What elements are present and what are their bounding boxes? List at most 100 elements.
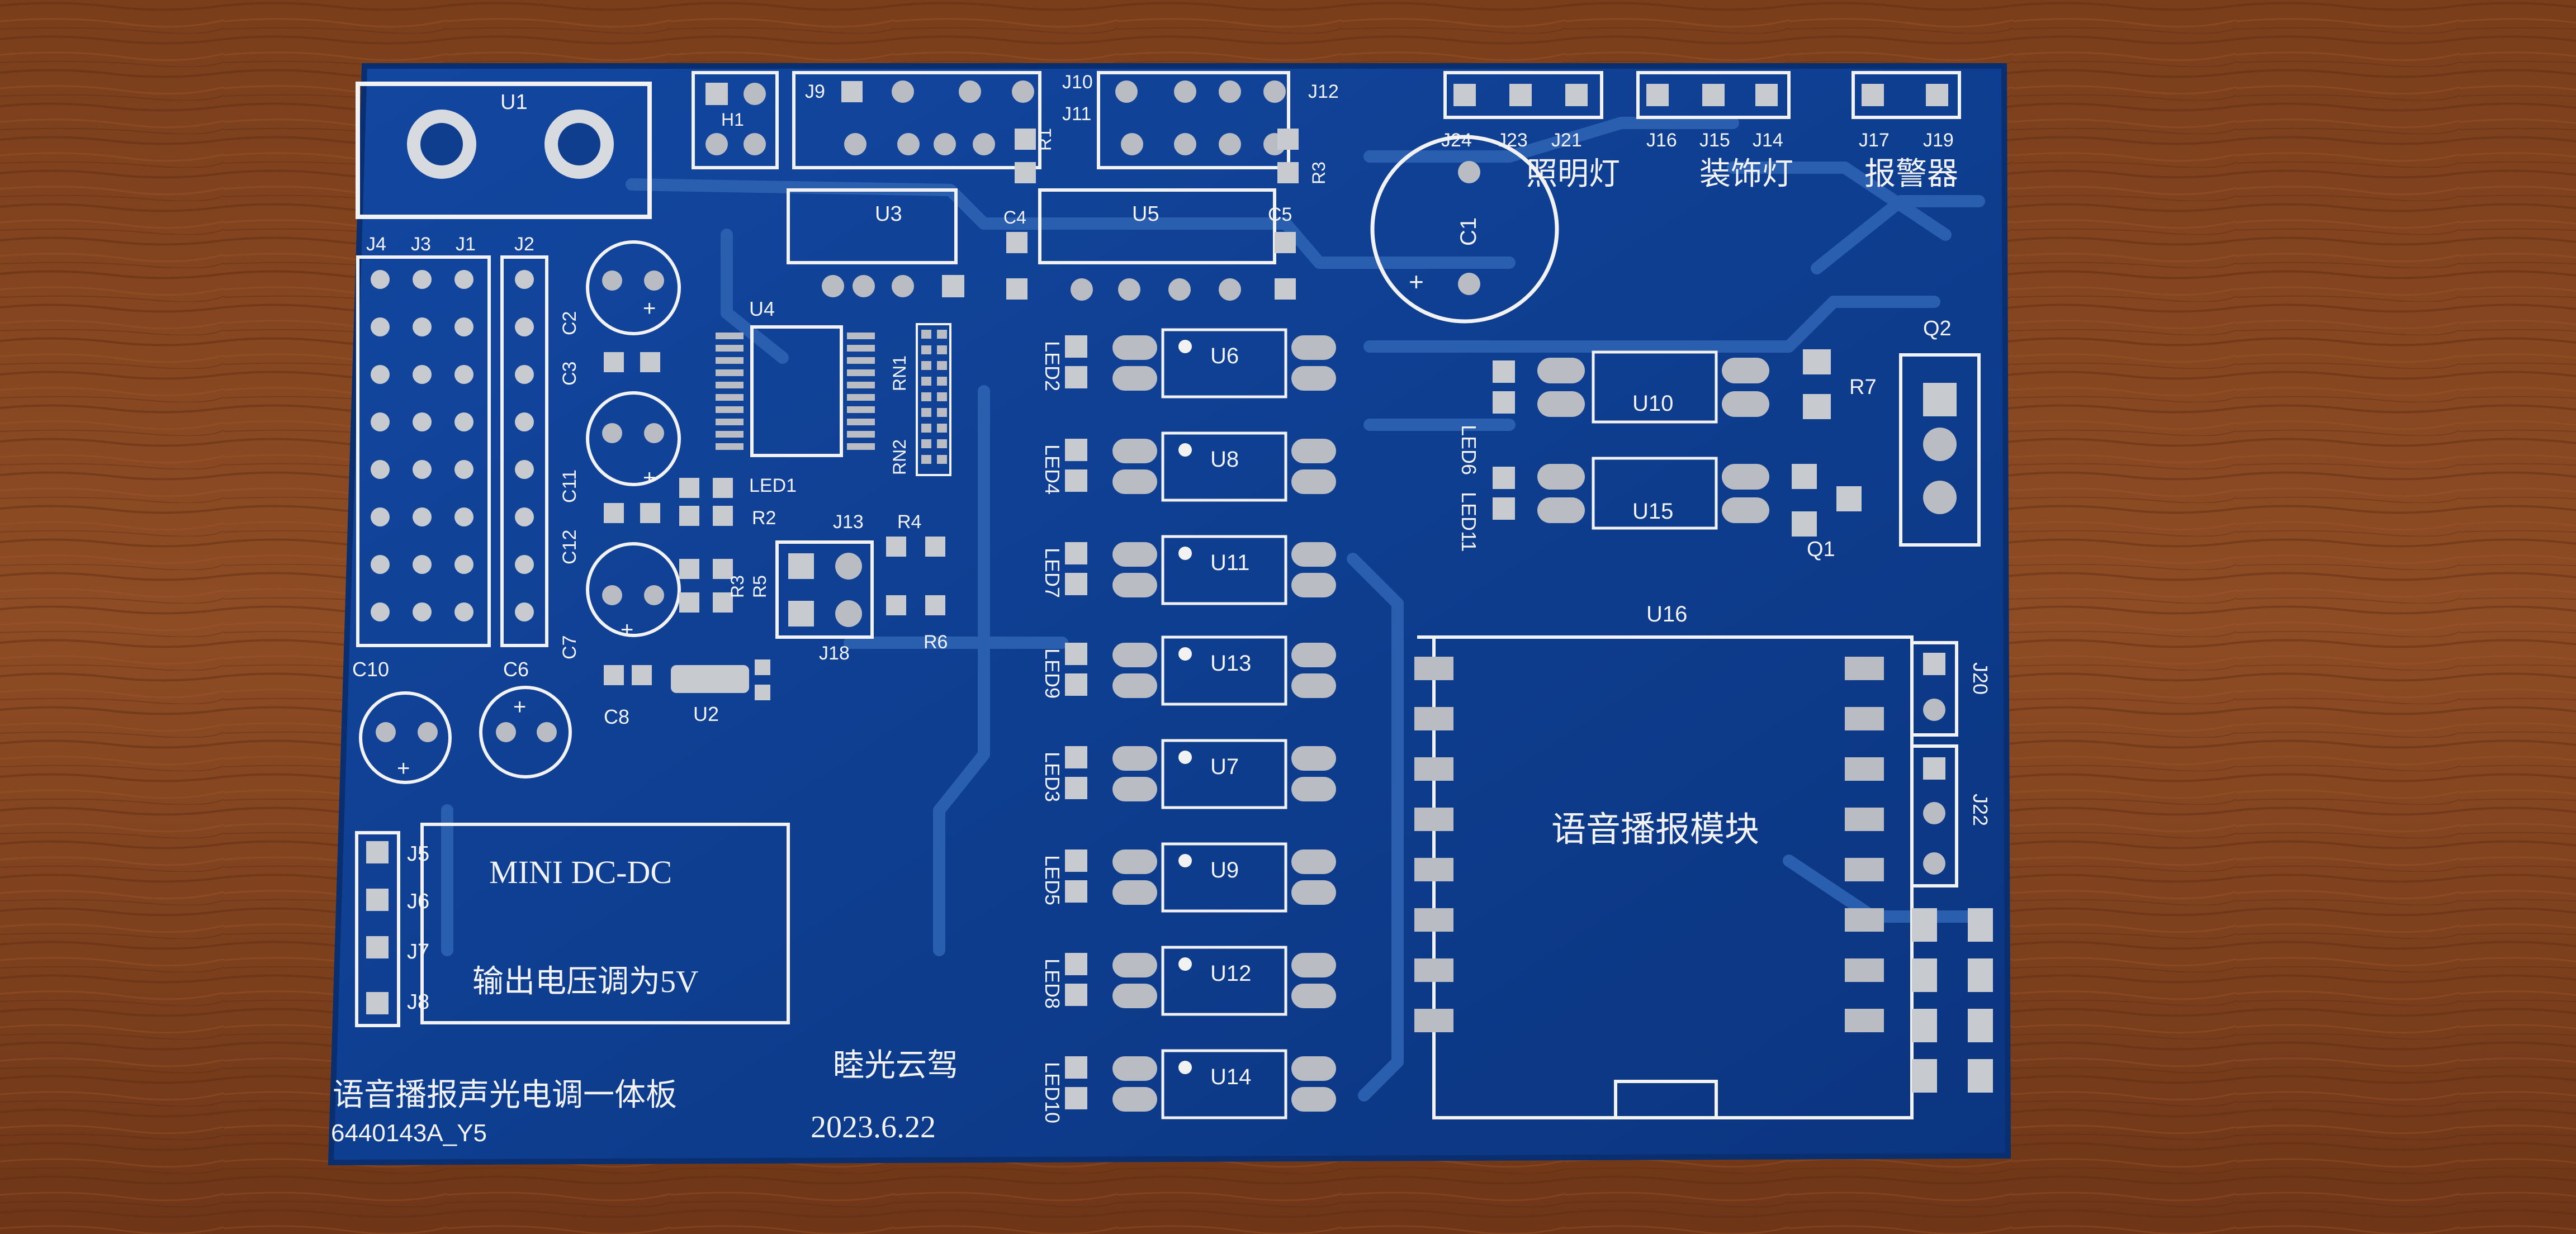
module-pad (1414, 707, 1453, 730)
ic-outline (1161, 635, 1287, 706)
ic-pad (1291, 335, 1336, 360)
header-pin (515, 555, 534, 574)
voice-module-label: 语音播报模块 (1551, 811, 1759, 849)
ic-pad (1291, 777, 1336, 801)
pin1-dot (1178, 1061, 1192, 1074)
j19-label: J19 (1923, 130, 1954, 151)
header-pin (371, 317, 390, 336)
header-pin (413, 555, 432, 574)
soic-pin (716, 394, 744, 401)
capacitor-c1: + (1370, 135, 1559, 324)
soic-pin (847, 333, 875, 339)
module-pad (1414, 1009, 1453, 1032)
soic-pin (716, 333, 744, 339)
j3-label: J3 (411, 234, 431, 255)
rn-pin (921, 408, 931, 417)
module-pad (1414, 657, 1453, 680)
q1-footprint (1792, 464, 1862, 537)
ic-outline (1161, 946, 1287, 1016)
resistor-network (916, 323, 951, 476)
ic-pad (1112, 746, 1157, 771)
led-pad (1493, 391, 1515, 414)
pin-header-j13 (775, 540, 874, 639)
rn-pin (937, 439, 947, 448)
module-pad (1414, 858, 1453, 881)
alarm-label: 报警器 (1864, 157, 1958, 192)
decor-light-label: 装饰灯 (1699, 157, 1793, 192)
rn-pin (937, 424, 947, 433)
led-pad (1065, 1087, 1087, 1109)
led-pad (1065, 746, 1087, 768)
r3-label: R3 (727, 575, 747, 598)
capacitor-c7: + (586, 542, 681, 642)
ic-pad (1722, 497, 1769, 523)
rn-pin (937, 408, 947, 417)
ic-outline (1161, 328, 1287, 398)
led-pad (1065, 573, 1087, 595)
pin-header-j16-j14 (1636, 71, 1791, 119)
u3-label: U3 (875, 202, 902, 226)
u15-label: U15 (1632, 499, 1673, 524)
ic-pad (1537, 464, 1585, 490)
u4-soic (716, 325, 875, 457)
rn-pin (921, 455, 931, 464)
module-pad (1414, 808, 1453, 831)
c2-label: C2 (559, 311, 580, 335)
j21-label: J21 (1551, 130, 1582, 151)
board-code: 6440143A_Y5 (331, 1119, 487, 1147)
header-pin (454, 412, 473, 431)
rn-pin (921, 439, 931, 448)
header-pin (515, 317, 534, 336)
j7-label: J7 (407, 940, 429, 964)
capacitor-c3: + (586, 391, 681, 490)
pin-header-j17-j19 (1852, 71, 1961, 119)
rn-pin (937, 377, 947, 386)
u1-outline (356, 82, 652, 219)
led-pad (1065, 673, 1087, 696)
voice-module-u16 (1414, 635, 1914, 1119)
j15-label: J15 (1699, 130, 1730, 151)
ic-pad (1291, 643, 1336, 667)
c3-label: C3 (559, 362, 580, 386)
rn-pin (921, 377, 931, 386)
u16-label: U16 (1646, 602, 1687, 627)
pin1-dot (1178, 443, 1192, 457)
capacitor-c2: + (586, 240, 681, 335)
q2-footprint (1899, 353, 1981, 547)
c10-label: C10 (352, 658, 389, 681)
svg-text:+: + (643, 466, 656, 490)
module-pad (1414, 958, 1453, 982)
r1-label: R1 (1035, 128, 1055, 151)
soic-pin (847, 394, 875, 401)
header-pin (371, 365, 390, 384)
header-pin (515, 270, 534, 289)
j16-label: J16 (1646, 130, 1677, 151)
module-pad (1845, 808, 1884, 831)
led7-label: LED7 (1041, 548, 1064, 598)
ic-outline (1161, 431, 1287, 502)
j5-label: J5 (407, 842, 429, 866)
pin1-dot (1178, 647, 1192, 661)
ic-pad (1291, 439, 1336, 463)
u1-label: U1 (500, 91, 528, 114)
led-pad (1065, 335, 1087, 358)
soic-pin (847, 369, 875, 376)
j1-label: J1 (456, 234, 476, 255)
module-pad (1414, 757, 1453, 781)
r6-label: R6 (924, 632, 948, 653)
c4-label: C4 (1003, 207, 1026, 227)
ic-pad (1112, 469, 1157, 494)
led10-label: LED10 (1041, 1062, 1064, 1123)
j20-label: J20 (1969, 662, 1992, 695)
rn-pin (937, 345, 947, 354)
ic-pad (1722, 391, 1769, 417)
led9-label: LED9 (1041, 648, 1064, 699)
u11-label: U11 (1210, 550, 1249, 575)
ic-pad (1291, 1056, 1336, 1081)
ic-pad (1112, 542, 1157, 567)
smd-pads-left (604, 352, 945, 685)
rn-pin (937, 392, 947, 401)
led-pad (1065, 366, 1087, 388)
c4-pad (1006, 232, 1027, 253)
ic-pad (1291, 1087, 1336, 1112)
